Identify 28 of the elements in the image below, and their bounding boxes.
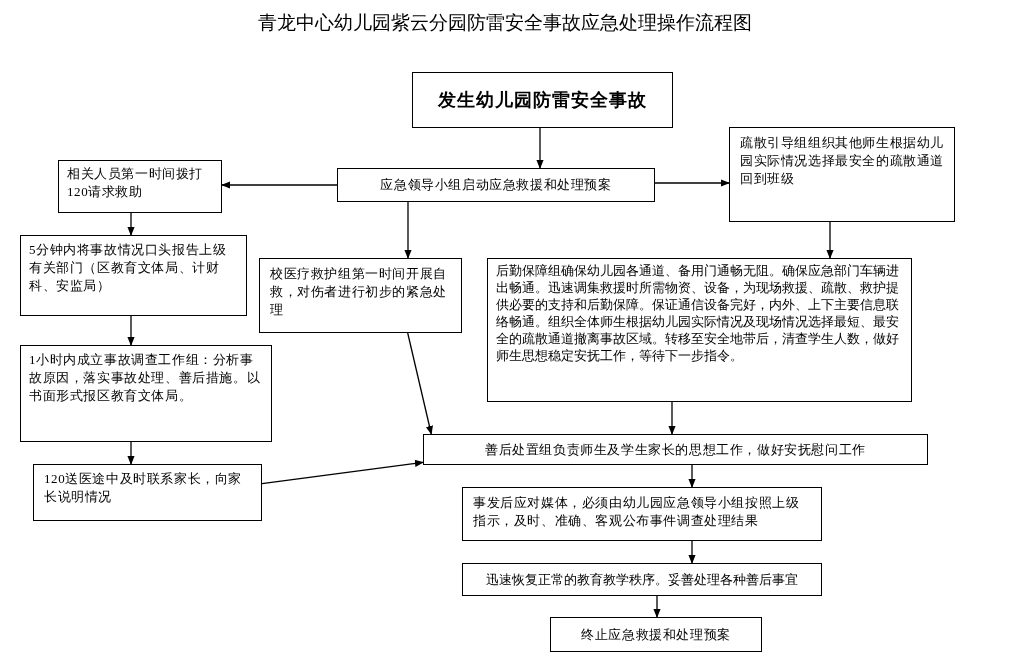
process-box: 应急领导小组启动应急救援和处理预案 xyxy=(337,168,655,202)
process-box: 校医疗救护组第一时间开展自救，对伤者进行初步的紧急处理 xyxy=(259,258,462,333)
arrow xyxy=(261,459,424,485)
process-box: 相关人员第一时间拨打120请求救助 xyxy=(58,160,222,213)
process-box: 事发后应对媒体，必须由幼儿园应急领导小组按照上级指示，及时、准确、客观公布事件调查处理结果 xyxy=(462,487,822,541)
process-box: 疏散引导组组织其他师生根据幼儿园实际情况选择最安全的疏散通道回到班级 xyxy=(729,127,955,222)
arrow xyxy=(127,315,135,346)
process-box: 发生幼儿园防雷安全事故 xyxy=(412,72,673,128)
arrow xyxy=(536,127,544,169)
process-box: 善后处置组负责师生及学生家长的思想工作，做好安抚慰问工作 xyxy=(423,434,928,465)
process-box: 终止应急救援和处理预案 xyxy=(550,617,762,652)
arrow xyxy=(688,540,696,564)
process-box: 5分钟内将事故情况口头报告上级有关部门（区教育文体局、计财科、安监局） xyxy=(20,235,247,316)
title: 青龙中心幼儿园紫云分园防雷安全事故应急处理操作流程图 xyxy=(256,10,753,35)
process-box: 后勤保障组确保幼儿园各通道、备用门通畅无阻。确保应急部门车辆进出畅通。迅速调集救援时所需物资、设备，为现场救援、疏散、救护提供必要的支持和后勤保障。保证通信设备完好，内外、上下主要信息联络畅通。组织全体师生根据幼儿园实际情况及现场情况选择最短、最安全的疏散通道撤离事故区域。转移至安全地带后，清查学生人数，做好师生思想稳定安抚工作，等待下一步指令。 xyxy=(487,258,912,402)
arrow xyxy=(668,401,676,435)
arrow xyxy=(404,201,412,259)
arrow xyxy=(688,464,696,488)
arrow xyxy=(127,212,135,236)
arrow xyxy=(654,179,730,187)
process-box: 120送医途中及时联系家长，向家长说明情况 xyxy=(33,464,262,521)
arrow xyxy=(221,181,338,189)
arrow xyxy=(407,332,433,435)
process-box: 迅速恢复正常的教育教学秩序。妥善处理各种善后事宜 xyxy=(462,563,822,596)
arrow xyxy=(653,595,661,618)
arrow xyxy=(127,441,135,465)
arrow xyxy=(826,221,834,259)
process-box: 1小时内成立事故调查工作组：分析事故原因，落实事故处理、善后措施。以书面形式报区教育文体局。 xyxy=(20,345,272,442)
